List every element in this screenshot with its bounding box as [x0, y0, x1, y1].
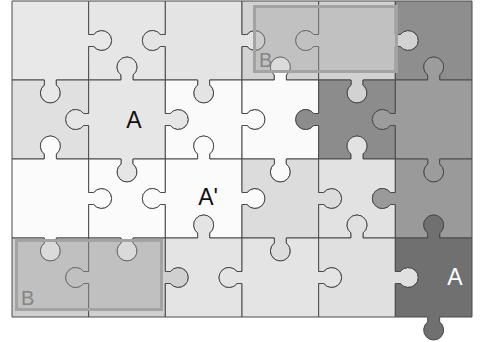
puzzle-piece — [372, 159, 472, 238]
puzzle-piece — [165, 215, 242, 317]
highlight-box: B — [253, 5, 398, 73]
highlight-box: B — [15, 239, 163, 311]
region-letter: B — [21, 287, 34, 309]
piece-letter: A — [447, 266, 462, 289]
piece-letter: A — [126, 109, 141, 132]
puzzle-piece — [395, 215, 472, 340]
region-letter: B — [259, 49, 272, 71]
piece-letter: A' — [198, 186, 218, 209]
